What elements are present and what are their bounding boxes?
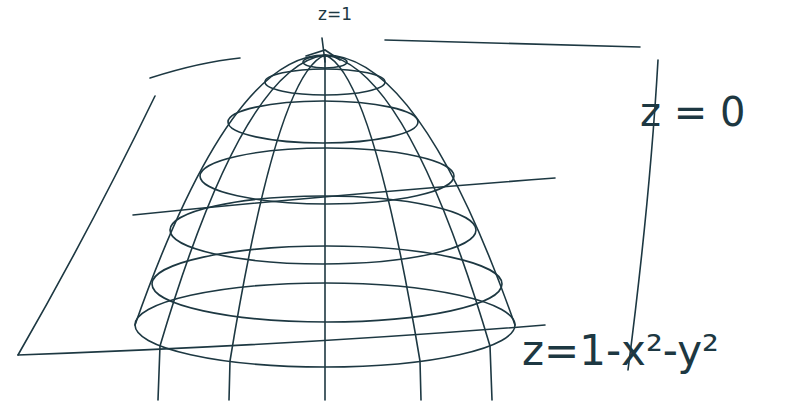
meridian xyxy=(135,55,325,325)
plane-edge xyxy=(18,96,155,355)
level-curve xyxy=(152,246,502,322)
apex-mark xyxy=(306,50,340,60)
meridian xyxy=(229,55,325,400)
meridian xyxy=(325,55,515,325)
plane-label: z = 0 xyxy=(640,92,745,132)
meridian xyxy=(325,55,492,400)
meridian xyxy=(324,55,326,400)
plane-edge xyxy=(150,58,240,78)
apex-label: z=1 xyxy=(318,6,352,23)
level-curve xyxy=(228,101,418,143)
meridian xyxy=(325,55,421,400)
plane-edge xyxy=(385,40,640,47)
surface-equation: z=1-x²-y² xyxy=(522,330,719,372)
plane-edge xyxy=(18,325,545,355)
meridian xyxy=(158,55,325,400)
